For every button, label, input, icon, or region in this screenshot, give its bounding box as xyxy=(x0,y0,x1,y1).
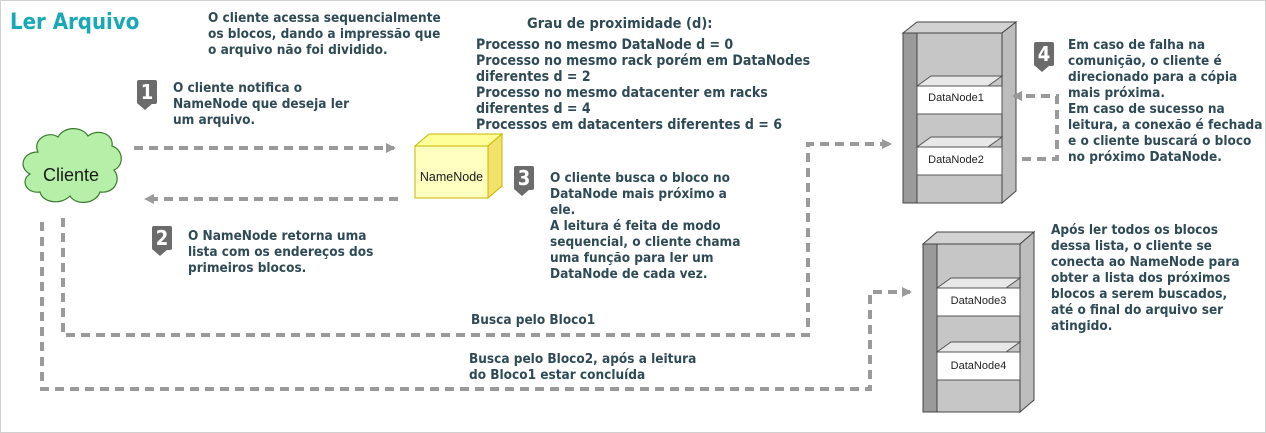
step-3-text: O cliente busca o bloco no DataNode mais… xyxy=(550,170,741,282)
step-2-badge: 2 xyxy=(152,226,172,256)
edge-label-bloco2: Busca pelo Bloco2, após a leitura do Blo… xyxy=(469,351,697,383)
client-cloud xyxy=(22,128,122,203)
datanode-label-4: DataNode4 xyxy=(950,360,1007,372)
datanode-label-1: DataNode1 xyxy=(928,92,984,104)
step-1-badge: 1 xyxy=(137,80,157,110)
datanode-label-3: DataNode3 xyxy=(950,295,1007,307)
arrow-busca-bloco2 xyxy=(40,222,912,391)
namenode-box xyxy=(413,132,504,200)
arrow-busca-bloco1 xyxy=(61,139,892,337)
page-title: Ler Arquivo xyxy=(10,10,140,35)
rack-2 xyxy=(921,230,1036,414)
proximity-list: Processo no mesmo DataNode d = 0 Process… xyxy=(476,37,811,133)
step-2-text: O NameNode retorna uma lista com os ende… xyxy=(188,228,374,276)
edge-label-bloco1: Busca pelo Bloco1 xyxy=(471,312,596,328)
rack-1 xyxy=(901,20,1018,205)
step-3-badge: 3 xyxy=(514,166,534,196)
client-label: Cliente xyxy=(42,165,100,185)
intro-text: O cliente acessa sequencialmente os bloc… xyxy=(208,10,441,58)
proximity-heading: Grau de proximidade (d): xyxy=(527,16,713,32)
final-text: Após ler todos os blocos dessa lista, o … xyxy=(1051,222,1240,334)
namenode-label: NameNode xyxy=(419,170,484,184)
step-4-text: Em caso de falha na comunição, o cliente… xyxy=(1068,37,1263,165)
arrow-failover-datanode xyxy=(1012,91,1059,161)
datanode-label-2: DataNode2 xyxy=(928,154,984,166)
step-1-text: O cliente notifica o NameNode que deseja… xyxy=(173,80,350,128)
step-4-badge: 4 xyxy=(1034,42,1054,72)
